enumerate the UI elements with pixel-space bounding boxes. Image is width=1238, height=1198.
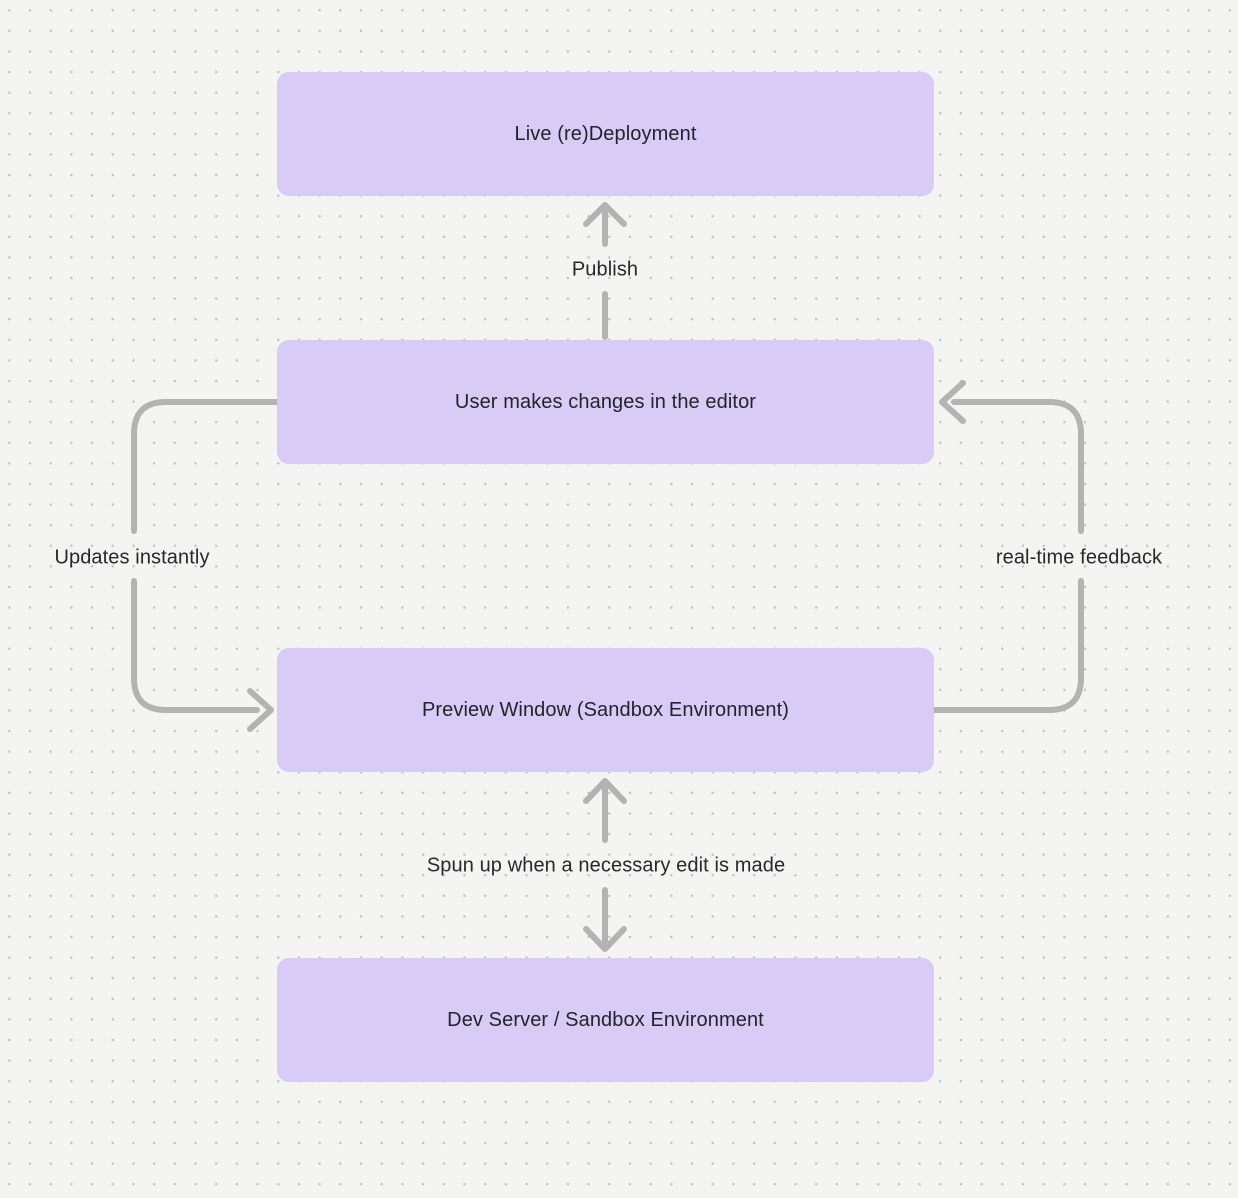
- feedback-arrowhead-left-icon: [939, 380, 966, 424]
- spunup-arrowhead-down-icon: [583, 926, 627, 952]
- edge-label-real-time-feedback: real-time feedback: [995, 546, 1163, 569]
- edge-label-updates-instantly: Updates instantly: [54, 546, 210, 569]
- node-preview-window[interactable]: Preview Window (Sandbox Environment): [277, 648, 934, 772]
- node-editor-changes[interactable]: User makes changes in the editor: [277, 340, 934, 464]
- feedback-line-upper: [951, 399, 1084, 534]
- spunup-arrowhead-up-icon: [583, 778, 627, 804]
- node-dev-server[interactable]: Dev Server / Sandbox Environment: [277, 958, 934, 1082]
- updates-line-upper: [131, 399, 281, 534]
- edge-label-publish: Publish: [571, 258, 639, 281]
- updates-line-lower: [131, 578, 260, 713]
- edge-label-spun-up: Spun up when a necessary edit is made: [426, 854, 786, 877]
- node-preview-window-label: Preview Window (Sandbox Environment): [421, 699, 790, 721]
- updates-arrowhead-right-icon: [247, 688, 274, 732]
- node-editor-changes-label: User makes changes in the editor: [454, 391, 757, 413]
- node-live-redeployment-label: Live (re)Deployment: [514, 123, 697, 145]
- node-live-redeployment[interactable]: Live (re)Deployment: [277, 72, 934, 196]
- feedback-line-lower: [930, 578, 1084, 713]
- publish-arrowhead-up-icon: [583, 202, 627, 227]
- node-dev-server-label: Dev Server / Sandbox Environment: [447, 1009, 764, 1031]
